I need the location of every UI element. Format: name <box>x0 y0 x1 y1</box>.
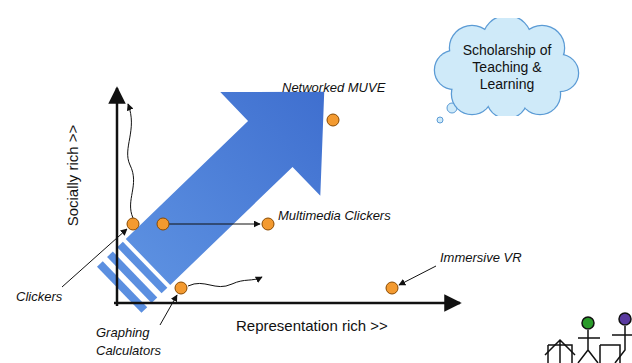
technology-label: Immersive VR <box>440 250 522 265</box>
technology-label: Networked MUVE <box>282 80 385 95</box>
cloud-text: Scholarship of Teaching & Learning <box>455 18 559 92</box>
thought-bubbles <box>437 103 457 123</box>
technology-dots <box>127 114 398 294</box>
technology-label: Graphing Calculators <box>96 324 176 359</box>
leader-line <box>160 295 177 325</box>
trajectory-line <box>169 224 260 225</box>
leader-line <box>62 229 127 287</box>
y-axis <box>116 88 119 306</box>
technology-label: Clickers <box>16 289 62 304</box>
technology-label: Multimedia Clickers <box>278 208 391 223</box>
axis-label: Socially rich >> <box>65 124 82 226</box>
thought-cloud: Scholarship of Teaching & Learning <box>432 18 582 116</box>
trajectory-line <box>128 104 134 218</box>
axis-label: Representation rich >> <box>236 317 388 334</box>
x-axis <box>114 302 460 305</box>
people-icon <box>545 313 632 363</box>
leader-line <box>399 266 436 285</box>
trajectory-line <box>188 277 262 287</box>
